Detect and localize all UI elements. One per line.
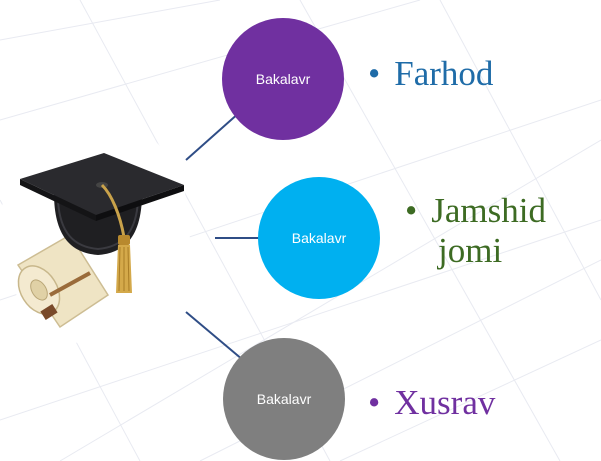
name-text-3: Xusrav [394,383,496,422]
diploma-icon [16,233,110,329]
node-circle-3: Bakalavr [223,338,345,460]
name-text-2-line1: Jamshid [431,191,546,230]
name-item-1: • Farhod [368,54,493,94]
graduation-cap-icon [16,153,184,329]
node-label-2: Bakalavr [291,230,347,246]
name-item-3: • Xusrav [368,383,495,423]
hub-circle [0,115,190,345]
connector-line-top [185,111,241,161]
node-label-3: Bakalavr [256,391,312,407]
bullet-2: • [405,191,418,230]
bullet-3: • [368,383,381,422]
node-label-1: Bakalavr [255,71,311,87]
node-circle-1: Bakalavr [222,18,344,140]
name-item-2: • Jamshid jomi [405,191,546,271]
bullet-1: • [368,54,381,93]
node-circle-2: Bakalavr [258,177,380,299]
name-text-1: Farhod [394,54,494,93]
connector-line-bottom [185,311,244,361]
name-text-2-line2: jomi [438,231,503,270]
